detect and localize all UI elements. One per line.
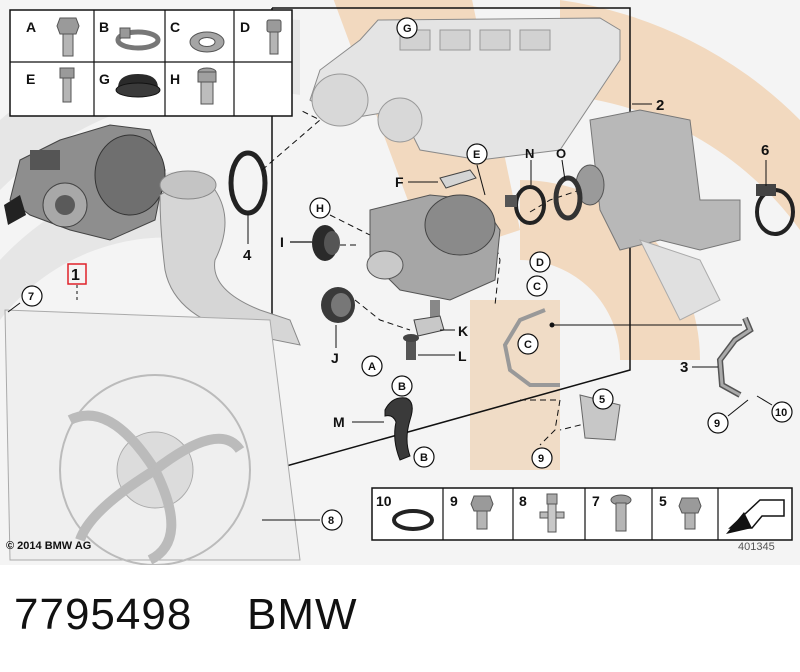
torx-screw-icon <box>610 494 632 532</box>
legend-letter-a: A <box>26 19 36 35</box>
callout-n: N <box>525 146 534 161</box>
legend-num-8: 8 <box>519 493 527 509</box>
callout-6: 6 <box>761 142 769 159</box>
legend-num-5: 5 <box>659 493 667 509</box>
exhaust-clamp <box>755 184 795 236</box>
callout-2: 2 <box>656 97 664 114</box>
legend-letter-c: C <box>170 19 180 35</box>
callout-o: O <box>556 146 566 161</box>
legend-top: A B C D E G H <box>9 9 293 117</box>
legend-num-9: 9 <box>450 493 458 509</box>
diagram-area: A B C D E G H <box>0 0 800 565</box>
diagram-number: 401345 <box>738 541 775 553</box>
hollow-bolt-icon <box>197 67 217 105</box>
callout-h: H <box>316 203 324 215</box>
callout-3: 3 <box>680 359 688 376</box>
callout-4: 4 <box>243 247 252 264</box>
leader-lines <box>261 109 601 446</box>
part-number: 7795498 <box>14 590 193 639</box>
coolant-pipe <box>716 316 754 398</box>
callout-d: D <box>536 257 544 269</box>
hex-screw-icon <box>678 497 702 530</box>
exhaust-gasket <box>439 169 477 189</box>
copyright-notice: © 2014 BMW AG <box>6 540 92 552</box>
radiator-fan-shroud <box>4 309 301 565</box>
callout-5: 5 <box>599 394 605 406</box>
callout-f: F <box>395 174 404 190</box>
torx-bolt-icon <box>59 67 75 103</box>
charge-air-pipe <box>159 170 301 346</box>
hose-clamp-icon <box>115 27 161 51</box>
turbocharger-center <box>366 194 501 320</box>
parts-diagram: A B C D E G H <box>0 0 800 565</box>
callout-c-upper: C <box>533 281 541 293</box>
arrow-icon <box>726 499 785 534</box>
oil-return-hose <box>384 397 413 461</box>
rivet-icon <box>539 493 565 533</box>
hex-bolt-icon <box>470 495 494 530</box>
oil-feed-line <box>502 308 560 387</box>
banjo-bolt-icon <box>266 19 282 55</box>
callout-9-center: 9 <box>538 453 544 465</box>
oil-gasket <box>403 315 445 360</box>
callout-10: 10 <box>775 407 787 419</box>
callout-7: 7 <box>28 291 34 303</box>
coupler-sleeve <box>321 287 355 323</box>
legend-bottom: 10 9 8 7 5 <box>371 487 793 541</box>
bolt-icon <box>56 17 80 57</box>
turbocharger-assembly <box>4 124 166 241</box>
callout-l: L <box>458 348 467 364</box>
callout-a: A <box>368 361 376 373</box>
callout-b-lower: B <box>420 452 428 464</box>
rubber-cap-icon <box>115 74 161 98</box>
callout-8: 8 <box>328 515 334 527</box>
washer-icon <box>189 31 225 53</box>
legend-letter-d: D <box>240 19 250 35</box>
callout-9-right: 9 <box>714 418 720 430</box>
callout-i: I <box>280 234 284 250</box>
callout-g: G <box>403 23 412 35</box>
callout-k: K <box>458 323 468 339</box>
legend-letter-g: G <box>99 71 110 87</box>
legend-letter-e: E <box>26 71 35 87</box>
gasket-ring <box>228 150 268 216</box>
callout-e: E <box>473 149 480 161</box>
v-band-clamp <box>505 185 546 225</box>
callout-1: 1 <box>71 267 80 284</box>
callout-m: M <box>333 414 345 430</box>
circle-callouts <box>21 17 793 531</box>
legend-num-10: 10 <box>376 493 392 509</box>
sealing-ring <box>553 175 583 221</box>
intake-boot <box>312 225 340 261</box>
callout-j: J <box>331 350 339 366</box>
callout-b-upper: B <box>398 381 406 393</box>
legend-letter-h: H <box>170 71 180 87</box>
part-1-highlight <box>67 263 87 285</box>
o-ring-icon <box>392 509 434 531</box>
callout-c-lower: C <box>524 339 532 351</box>
diesel-particulate-filter <box>575 109 741 321</box>
legend-num-7: 7 <box>592 493 600 509</box>
brand-name: BMW <box>247 590 358 639</box>
legend-letter-b: B <box>99 19 109 35</box>
